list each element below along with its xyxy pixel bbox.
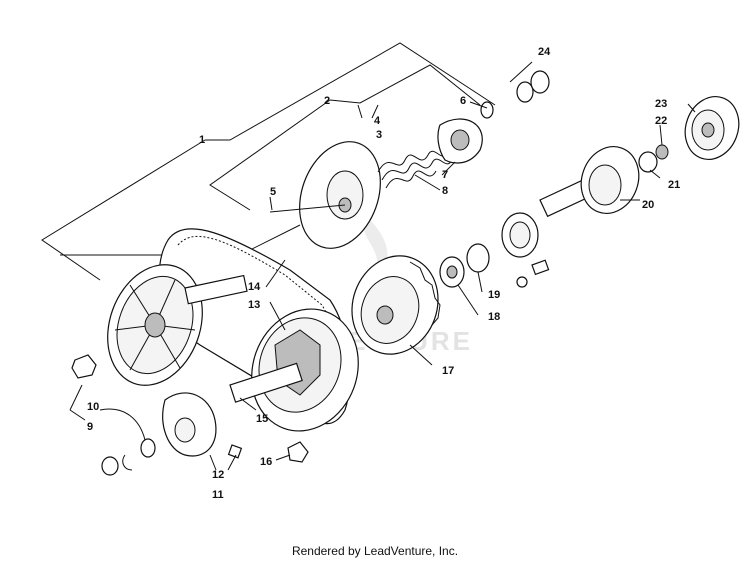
callout-10: 10 — [87, 401, 99, 413]
spoked-sheave — [107, 264, 248, 386]
fixed-sheave-gear — [229, 308, 359, 432]
movable-sheave — [269, 141, 381, 249]
small-parts — [71, 354, 309, 476]
callout-20: 20 — [642, 199, 654, 211]
callout-13: 13 — [248, 299, 260, 311]
bearings — [439, 212, 550, 288]
snap-rings — [480, 70, 550, 119]
render-credit: Rendered by LeadVenture, Inc. — [291, 544, 459, 558]
clutch-shoe-assembly — [684, 96, 740, 160]
callout-18: 18 — [488, 311, 500, 323]
callout-15: 15 — [256, 413, 268, 425]
callout-17: 17 — [442, 365, 454, 377]
output-shaft — [539, 146, 640, 218]
callout-5: 5 — [270, 186, 276, 198]
callout-4: 4 — [374, 115, 381, 127]
cam-spider — [437, 118, 483, 164]
callout-24: 24 — [538, 46, 551, 58]
callout-leaders — [69, 61, 696, 471]
callout-3: 3 — [376, 129, 382, 141]
callout-8: 8 — [442, 185, 448, 197]
callout-labels: 1 2 3 4 5 6 7 8 9 10 11 12 13 14 15 16 1… — [87, 46, 680, 501]
callout-12: 12 — [212, 469, 224, 481]
callout-16: 16 — [260, 456, 272, 468]
spring — [377, 150, 453, 189]
callout-22: 22 — [655, 115, 667, 127]
callout-11: 11 — [212, 489, 224, 501]
callout-14: 14 — [248, 281, 261, 293]
callout-9: 9 — [87, 421, 93, 433]
callout-2: 2 — [324, 95, 330, 107]
assembly-brackets — [41, 42, 496, 281]
callout-21: 21 — [668, 179, 680, 191]
callout-6: 6 — [460, 95, 466, 107]
callout-7: 7 — [442, 169, 448, 181]
washer-nut — [638, 144, 669, 173]
callout-23: 23 — [655, 98, 667, 110]
callout-1: 1 — [199, 134, 205, 146]
clutch-drum — [351, 255, 441, 355]
callout-19: 19 — [488, 289, 500, 301]
